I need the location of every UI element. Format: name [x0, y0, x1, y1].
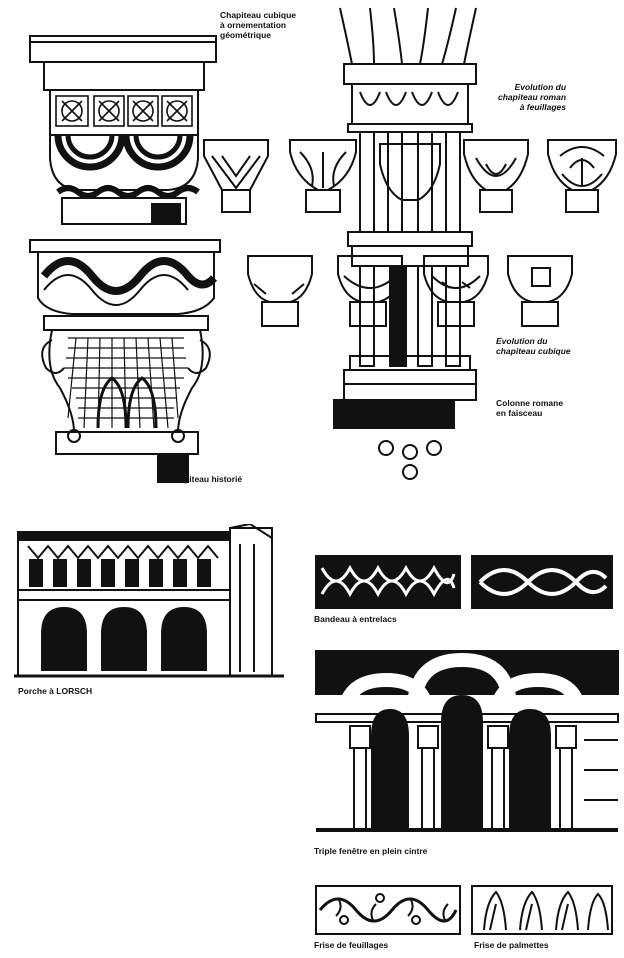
clustered-column-drawing [330, 4, 490, 482]
foliage-capital-evolution-drawing [200, 138, 620, 218]
cubic-capital-geometric-drawing [28, 8, 218, 226]
triple-window-label: Triple fenêtre en plein cintre [314, 846, 428, 856]
historiated-capital-drawing [28, 238, 224, 484]
lorsch-porch-label: Porche à LORSCH [18, 686, 93, 696]
interlace-band-label: Bandeau à entrelacs [314, 614, 397, 624]
triple-window-drawing [314, 650, 620, 842]
foliage-frieze-drawing [314, 884, 614, 938]
lorsch-porch-drawing [14, 524, 286, 682]
clustered-column-label: Colonne romane en faisceau [496, 398, 564, 418]
cubic-capital-evolution-label: Evolution du chapiteau cubique [496, 336, 571, 356]
foliage-capital-evolution-label: Evolution du chapiteau roman à feuillage… [498, 82, 567, 112]
cubic-capital-evolution-drawing [246, 254, 574, 330]
interlace-band-drawing [314, 554, 614, 612]
palmette-frieze-label: Frise de palmettes [474, 940, 549, 950]
foliage-frieze-label: Frise de feuillages [314, 940, 389, 950]
historiated-capital-label: Chapiteau historié [168, 474, 243, 484]
cubic-capital-geometric-label: Chapiteau cubique à ornementation géomét… [220, 10, 297, 40]
